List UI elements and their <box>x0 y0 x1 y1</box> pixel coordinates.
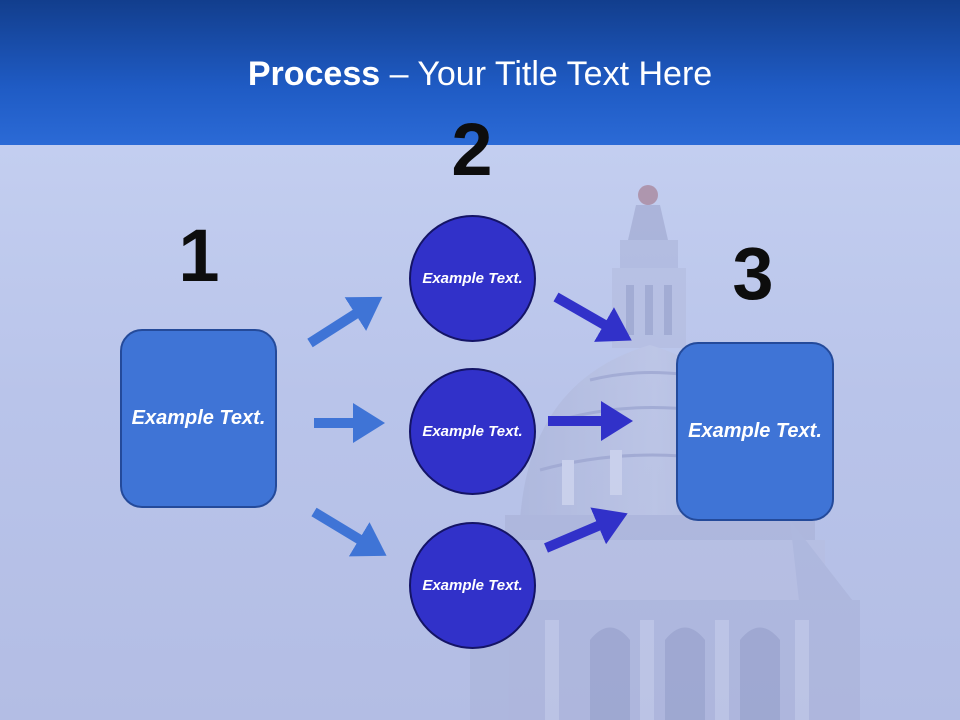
circle-middle-text: Example Text. <box>422 423 523 440</box>
step-1-box[interactable]: Example Text. <box>120 329 277 508</box>
arrow-1-to-2a <box>307 296 383 348</box>
arrow-2c-to-3 <box>544 507 628 553</box>
step-1-text: Example Text. <box>131 407 266 429</box>
header-bar <box>0 0 960 145</box>
step-3-text: Example Text. <box>688 420 822 442</box>
arrow-1-to-2c <box>311 507 387 557</box>
step-3-box[interactable]: Example Text. <box>676 342 834 521</box>
step-2-circle-middle[interactable]: Example Text. <box>409 368 536 495</box>
step-number-3: 3 <box>732 232 774 315</box>
arrow-2a-to-3 <box>553 292 632 342</box>
slide-title: Process – Your Title Text Here <box>0 52 960 96</box>
step-number-2: 2 <box>451 108 493 191</box>
circle-bottom-text: Example Text. <box>422 577 523 594</box>
step-2-circle-top[interactable]: Example Text. <box>409 215 536 342</box>
title-rest: – Your Title Text Here <box>380 55 713 93</box>
title-bold: Process <box>247 55 381 93</box>
step-2-circle-bottom[interactable]: Example Text. <box>409 522 536 649</box>
step-number-1: 1 <box>178 214 220 297</box>
circle-top-text: Example Text. <box>422 270 523 287</box>
